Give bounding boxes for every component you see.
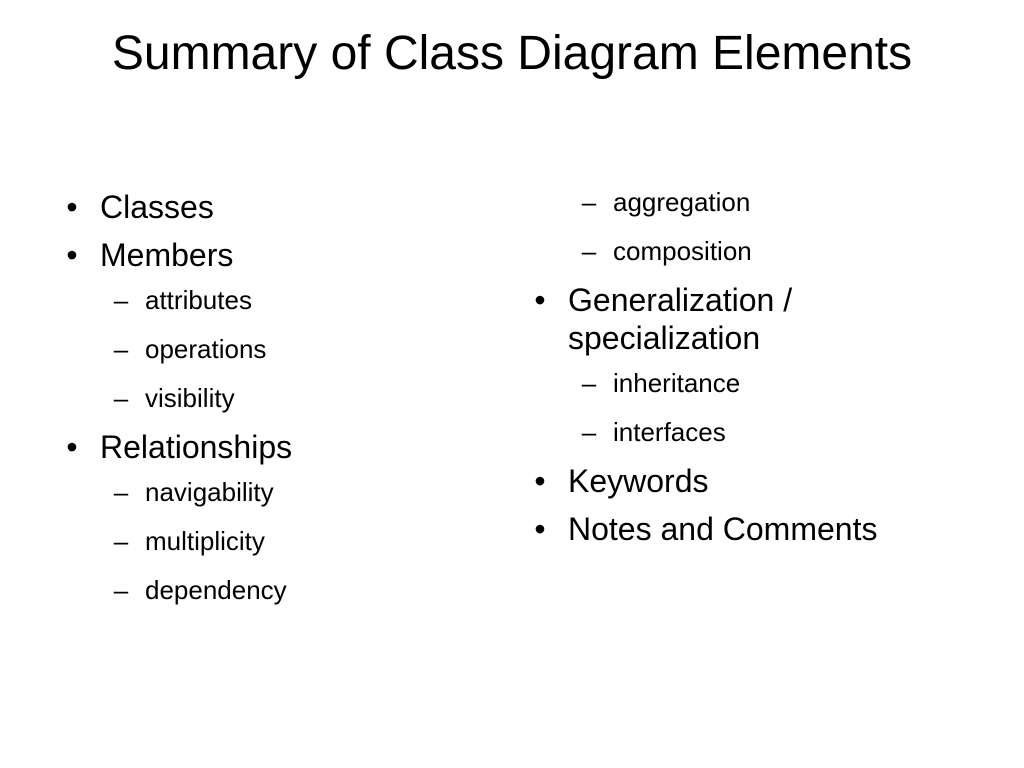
sub-item-text: aggregation (613, 187, 751, 217)
sub-item-navigability: – navigability (62, 476, 482, 508)
sub-item-text: dependency (145, 575, 287, 605)
sub-item-text: attributes (145, 285, 252, 315)
bullet-item-relationships: • Relationships (62, 428, 482, 466)
bullet-icon: • (66, 429, 78, 465)
dash-icon: – (581, 417, 597, 447)
bullet-item-members: • Members (62, 236, 482, 274)
bullet-item-keywords: • Keywords (530, 462, 970, 500)
sub-item-operations: – operations (62, 333, 482, 365)
sub-item-interfaces: – interfaces (530, 416, 970, 448)
sub-item-visibility: – visibility (62, 382, 482, 414)
bullet-icon: • (534, 282, 546, 318)
bullet-text: Classes (100, 189, 214, 225)
dash-icon: – (113, 383, 129, 413)
dash-icon: – (581, 236, 597, 266)
sub-item-composition: – composition (530, 235, 970, 267)
bullet-icon: • (534, 463, 546, 499)
sub-item-text: navigability (145, 477, 274, 507)
sub-item-aggregation: – aggregation (530, 186, 970, 218)
sub-item-attributes: – attributes (62, 284, 482, 316)
right-column-list: – aggregation – composition • Generaliza… (530, 186, 970, 548)
dash-icon: – (113, 526, 129, 556)
bullet-icon: • (534, 511, 546, 547)
dash-icon: – (113, 334, 129, 364)
sub-item-text: composition (613, 236, 752, 266)
sub-item-multiplicity: – multiplicity (62, 525, 482, 557)
bullet-text: Notes and Comments (568, 511, 878, 547)
sub-item-dependency: – dependency (62, 574, 482, 606)
slide-title: Summary of Class Diagram Elements (111, 27, 913, 80)
dash-icon: – (113, 477, 129, 507)
sub-item-text: visibility (145, 383, 235, 413)
sub-item-text: inheritance (613, 368, 741, 398)
bullet-text: Keywords (568, 463, 709, 499)
dash-icon: – (581, 368, 597, 398)
sub-item-inheritance: – inheritance (530, 367, 970, 399)
bullet-item-generalization: • Generalization / specialization (530, 281, 970, 357)
dash-icon: – (113, 285, 129, 315)
bullet-text: Members (100, 237, 234, 273)
sub-item-text: multiplicity (145, 526, 265, 556)
dash-icon: – (113, 575, 129, 605)
bullet-text: Relationships (100, 429, 293, 465)
left-column-list: • Classes • Members – attributes – opera… (62, 188, 482, 606)
bullet-text: Generalization / specialization (568, 282, 793, 356)
sub-item-text: operations (145, 334, 267, 364)
dash-icon: – (581, 187, 597, 217)
bullet-item-classes: • Classes (62, 188, 482, 226)
bullet-icon: • (66, 189, 78, 225)
bullet-item-notes: • Notes and Comments (530, 510, 970, 548)
bullet-icon: • (66, 237, 78, 273)
sub-item-text: interfaces (613, 417, 726, 447)
